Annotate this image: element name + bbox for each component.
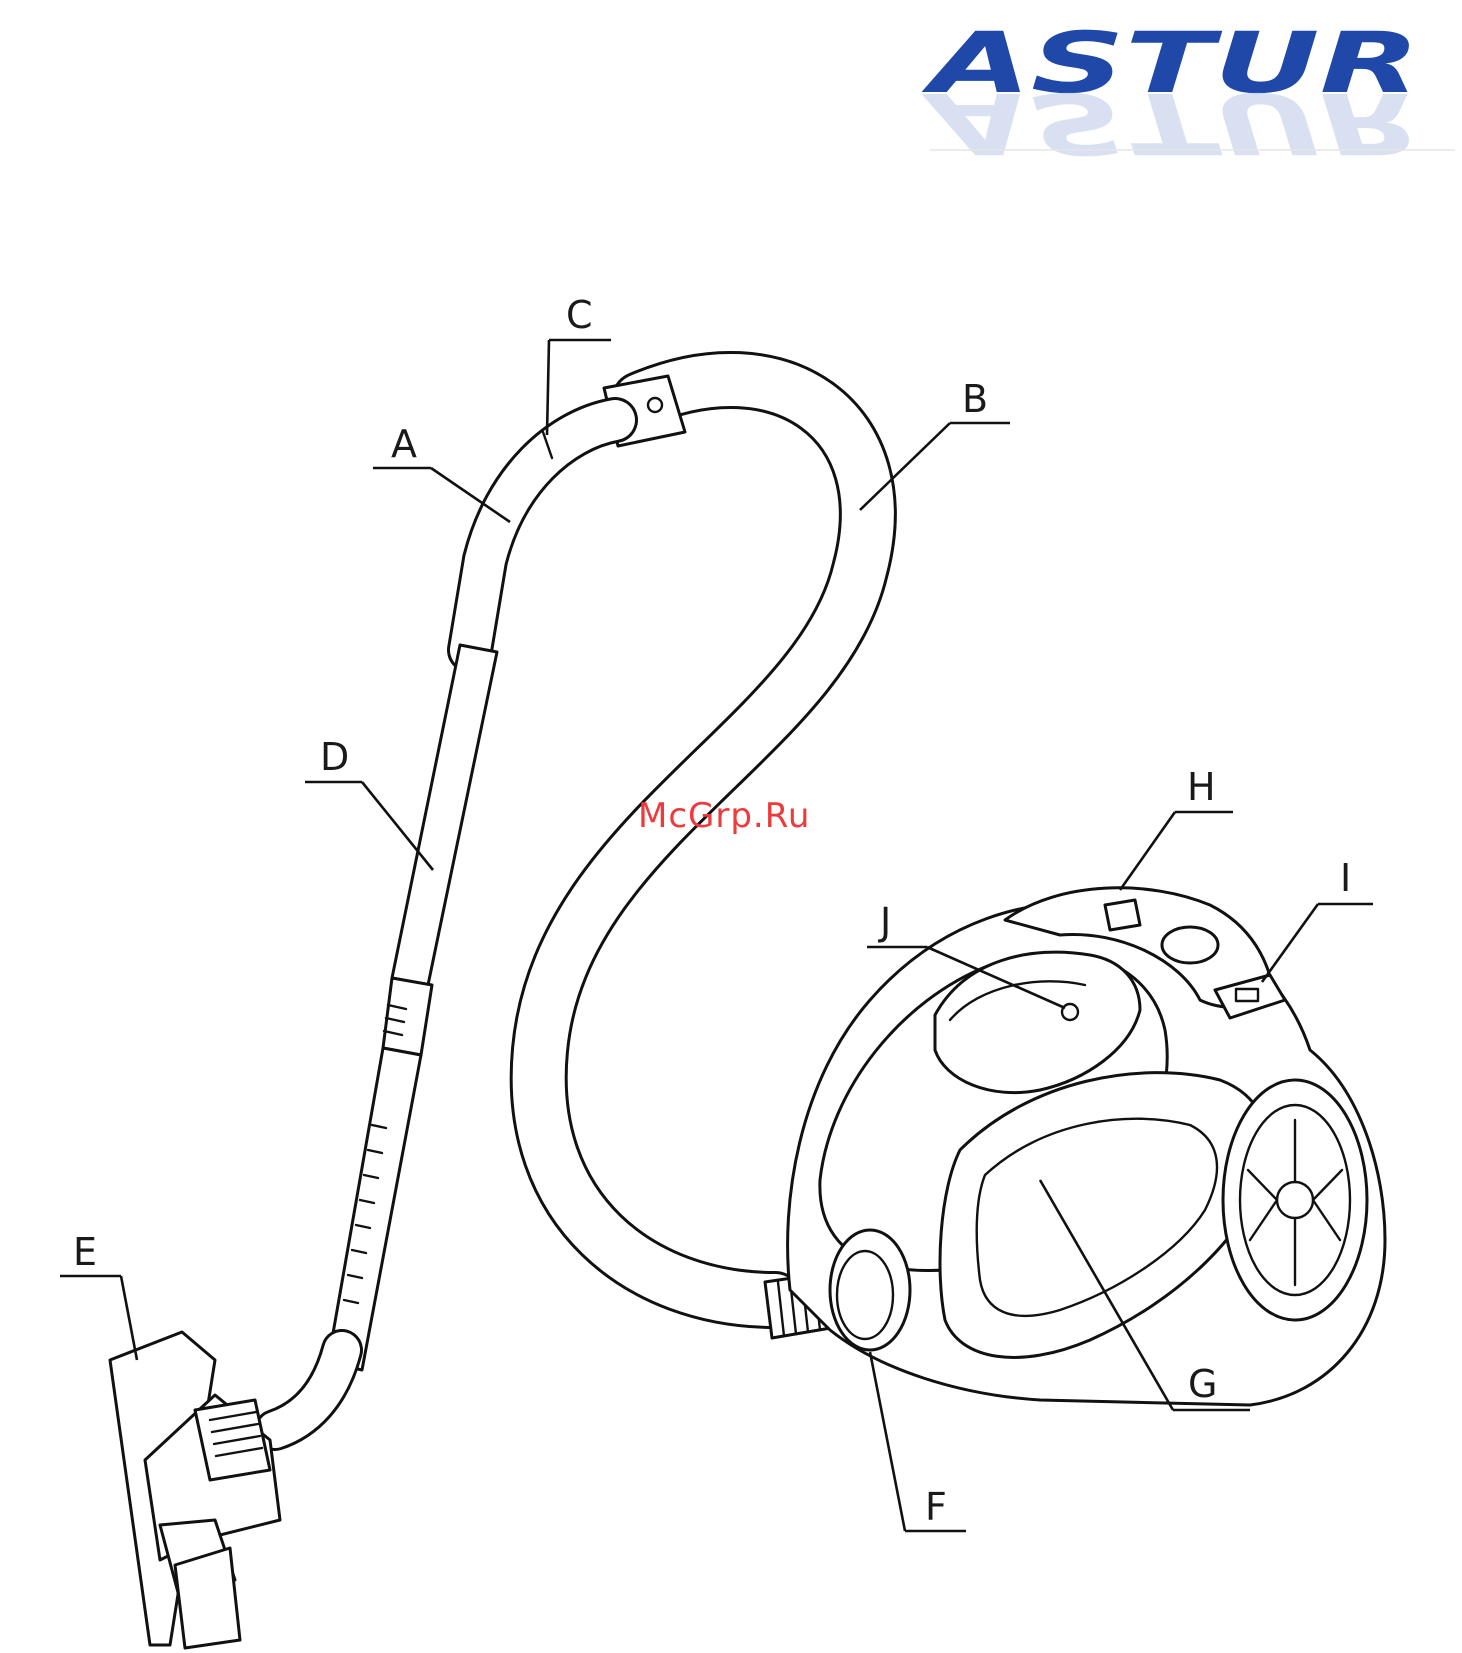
watermark: McGrp.Ru [638, 796, 810, 836]
label-f: F [925, 1485, 947, 1529]
floor-nozzle [110, 1332, 342, 1648]
label-c: C [566, 293, 593, 337]
astur-logo: ASTUR ASTUR [921, 14, 1455, 172]
label-d: D [320, 735, 349, 779]
logo-reflection: ASTUR [921, 74, 1420, 172]
vacuum-body [788, 888, 1385, 1405]
label-e: E [73, 1230, 97, 1274]
label-g: G [1188, 1362, 1217, 1406]
label-h: H [1187, 765, 1216, 809]
label-b: B [962, 377, 988, 421]
telescopic-tube [328, 645, 497, 1370]
curved-handle [470, 420, 615, 650]
label-j: J [878, 900, 891, 944]
label-i: I [1340, 856, 1351, 900]
label-a: A [391, 422, 417, 466]
